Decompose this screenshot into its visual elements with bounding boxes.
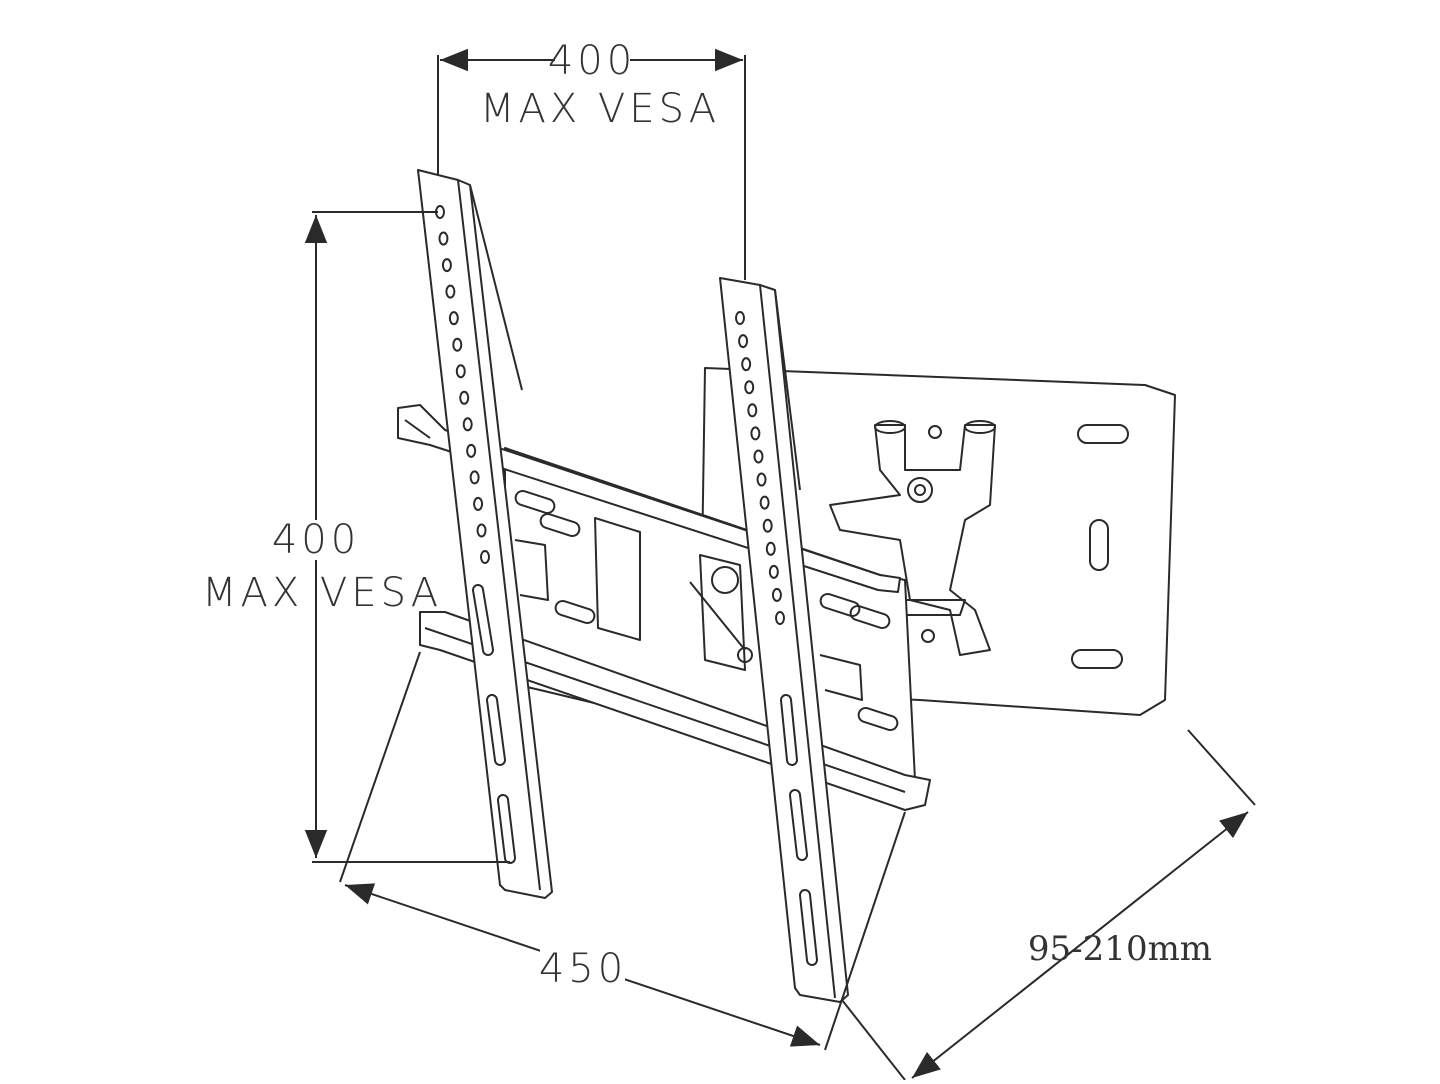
top-width-caption: MAX VESA [480,86,720,132]
bracket-hole [735,311,745,325]
bracket-holes [435,205,818,966]
bracket-hole [455,364,466,379]
bracket-slot [499,796,514,862]
bottom-width-value: 450 [539,946,627,992]
bracket-hole [469,470,480,485]
top-width-value: 400 [548,38,636,84]
bracket-slot [488,696,504,764]
bracket-slot [474,586,492,654]
bracket-hole [476,523,487,538]
bracket-hole [756,472,767,487]
bracket-hole [466,443,477,458]
bracket-hole [738,334,749,349]
bracket-hole [441,258,452,273]
dimension-depth [841,729,1256,1081]
bracket-hole [775,611,785,625]
bracket-hole [741,357,752,372]
left-height-caption: MAX VESA [202,570,442,616]
bracket-slot [791,791,806,859]
bracket-hole [459,390,470,405]
bracket-hole [753,449,764,464]
bracket-hole [750,426,761,441]
bracket-hole [759,495,770,510]
bracket-hole [747,403,758,418]
bracket-hole [771,587,782,602]
bracket-hole [765,541,776,556]
bracket-hole [744,380,755,395]
bracket-hole [448,311,459,326]
depth-value: 95-210mm [1028,929,1212,969]
bracket-hole [480,550,490,564]
bracket-hole [452,337,463,352]
bracket-hole [762,518,773,533]
bracket-hole [445,284,456,299]
bracket-hole [462,417,473,432]
left-height-value: 400 [272,517,360,563]
bracket-slot [782,696,796,764]
bracket-hole [438,231,449,246]
bracket-hole [768,564,779,579]
bracket-hole [473,496,484,511]
